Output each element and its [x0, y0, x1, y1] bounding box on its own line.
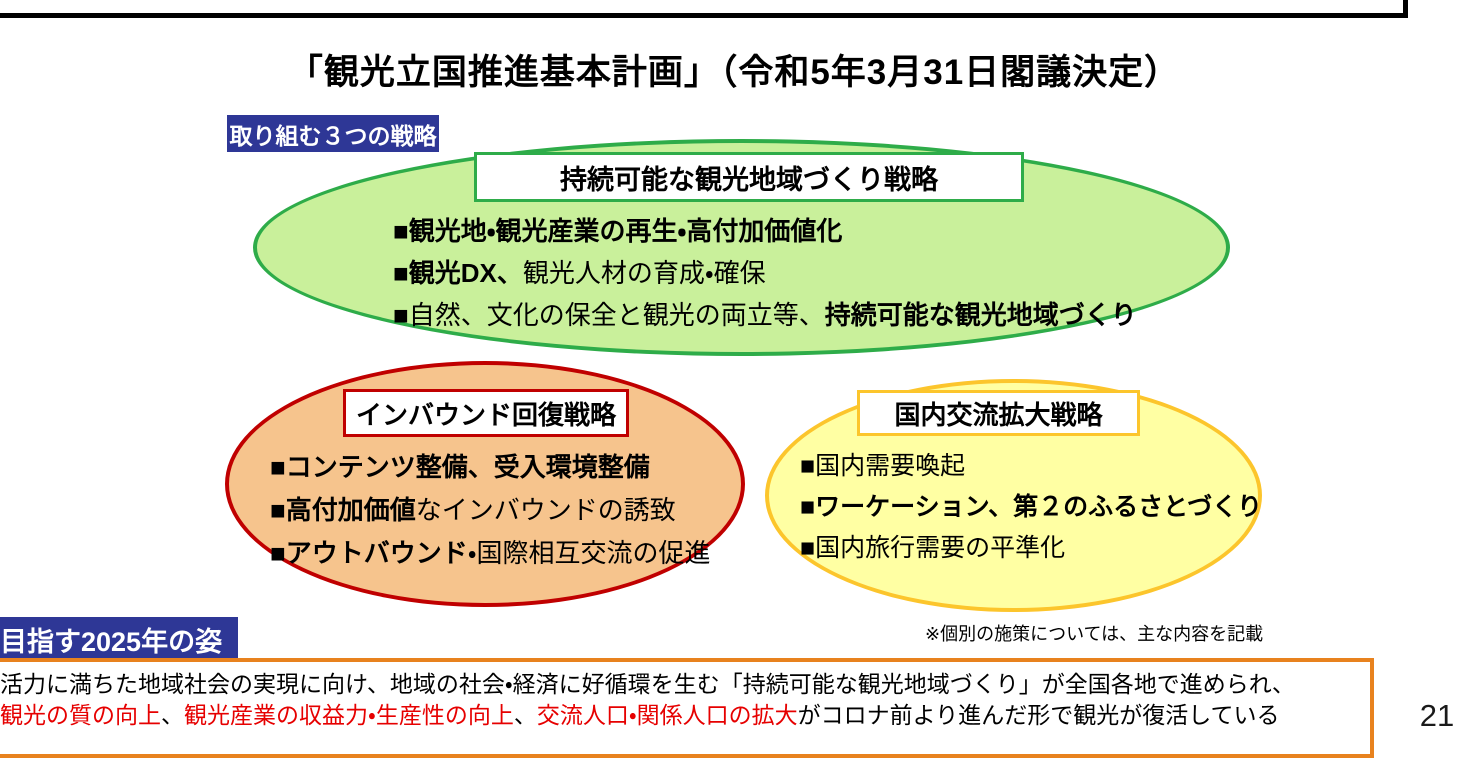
vision-line-1: 活力に満ちた地域社会の実現に向け、地域の社会・経済に好循環を生む「持続可能な観光… [0, 669, 1370, 700]
text-segment: ■アウトバウンド [270, 538, 468, 568]
page-title: 「観光立国推進基本計画」（令和5年3月31日閣議決定） [287, 53, 1181, 92]
domestic-exchange-title-box: 国内交流拡大戦略 [857, 390, 1140, 436]
vision-2025-tag-label: 目指す2025年の姿 [0, 627, 223, 657]
text-segment: ■ワーケーション、第２のふるさとづくり [800, 492, 1263, 521]
sustainable-region-title: 持続可能な観光地域づくり戦略 [560, 164, 938, 195]
vision-2025-tag: 目指す2025年の姿 [0, 617, 239, 662]
text-segment: 全国各地 [1064, 671, 1157, 697]
vision-box: 活力に満ちた地域社会の実現に向け、地域の社会・経済に好循環を生む「持続可能な観光… [0, 658, 1374, 758]
text-segment: ■国内需要喚起 [800, 451, 966, 480]
text-segment: なインバウンドの誘致 [415, 495, 676, 525]
text-segment: コロナ前より進んだ形で観光が復活 [820, 702, 1189, 728]
bullet-line: ■観光地・観光産業の再生・高付加価値化 [393, 208, 1137, 250]
text-segment: を生む [650, 671, 720, 697]
bullet-line: ■自然、文化の保全と観光の両立等、持続可能な観光地域づくり [393, 292, 1137, 334]
text-segment: ■コンテンツ整備、受入環境整備 [270, 452, 650, 482]
text-segment: ■観光地・観光産業の再生・高付加価値化 [393, 215, 843, 246]
text-segment: 活力に満ちた地域社会 [0, 671, 230, 697]
strategies-tag: 取り組む３つの戦略 [227, 115, 439, 152]
text-segment: 、 [161, 702, 184, 728]
bullet-line: ■ワーケーション、第２のふるさとづくり [800, 484, 1262, 525]
text-segment: で進められ、 [1156, 671, 1295, 697]
text-segment: ■自然、文化の保全と観光の両立等、 [393, 299, 825, 330]
footnote: ※個別の施策については、主な内容を記載 [925, 624, 1264, 644]
sustainable-region-title-box: 持続可能な観光地域づくり戦略 [474, 152, 1024, 202]
sustainable-region-bullets: ■観光地・観光産業の再生・高付加価値化 ■観光DX、観光人材の育成・確保 ■自然… [393, 208, 1137, 334]
page-number: 21 [1419, 698, 1455, 733]
text-segment: が [797, 702, 821, 728]
text-segment: ・国際相互交流の促進 [467, 538, 711, 568]
text-segment: 観光産業の収益力・生産性の向上 [184, 702, 514, 728]
text-segment: している [1188, 702, 1280, 728]
inbound-recovery-bullets: ■コンテンツ整備、受入環境整備 ■高付加価値なインバウンドの誘致 ■アウトバウン… [270, 444, 711, 573]
text-segment: 、 [513, 702, 537, 728]
text-segment: 持続可能な観光地域づくり [824, 299, 1137, 330]
inbound-recovery-title-box: インバウンド回復戦略 [343, 389, 629, 437]
domestic-exchange-bullets: ■国内需要喚起 ■ワーケーション、第２のふるさとづくり ■国内旅行需要の平準化 [800, 443, 1262, 566]
text-segment: が [1041, 671, 1065, 697]
bullet-line: ■アウトバウンド・国際相互交流の促進 [270, 530, 711, 573]
top-frame-border-fragment [0, 0, 1408, 18]
text-segment: 地域の社会・経済に好循環 [389, 671, 651, 697]
text-segment: ■観光DX、 [393, 257, 523, 288]
text-segment: 観光人材の育成・確保 [522, 257, 766, 288]
bullet-line: ■高付加価値なインバウンドの誘致 [270, 487, 711, 530]
text-segment: ■高付加価値 [270, 495, 416, 525]
bullet-line: ■観光DX、観光人材の育成・確保 [393, 250, 1137, 292]
text-segment: 「持続可能な観光地域づくり」 [719, 671, 1042, 697]
vision-text: 活力に満ちた地域社会の実現に向け、地域の社会・経済に好循環を生む「持続可能な観光… [0, 662, 1370, 731]
bullet-line: ■コンテンツ整備、受入環境整備 [270, 444, 711, 487]
text-segment: ■国内旅行需要の平準化 [800, 533, 1066, 562]
inbound-recovery-title: インバウンド回復戦略 [355, 399, 616, 430]
text-segment: 観光の質の向上 [0, 702, 161, 728]
text-segment: 交流人口・関係人口の拡大 [536, 702, 798, 728]
strategies-tag-label: 取り組む３つの戦略 [229, 122, 437, 149]
domestic-exchange-title: 国内交流拡大戦略 [894, 399, 1103, 430]
bullet-line: ■国内旅行需要の平準化 [800, 525, 1262, 566]
vision-line-2: 観光の質の向上、観光産業の収益力・生産性の向上、交流人口・関係人口の拡大がコロナ… [0, 700, 1370, 731]
bullet-line: ■国内需要喚起 [800, 443, 1262, 484]
text-segment: の実現に向け、 [230, 671, 390, 697]
